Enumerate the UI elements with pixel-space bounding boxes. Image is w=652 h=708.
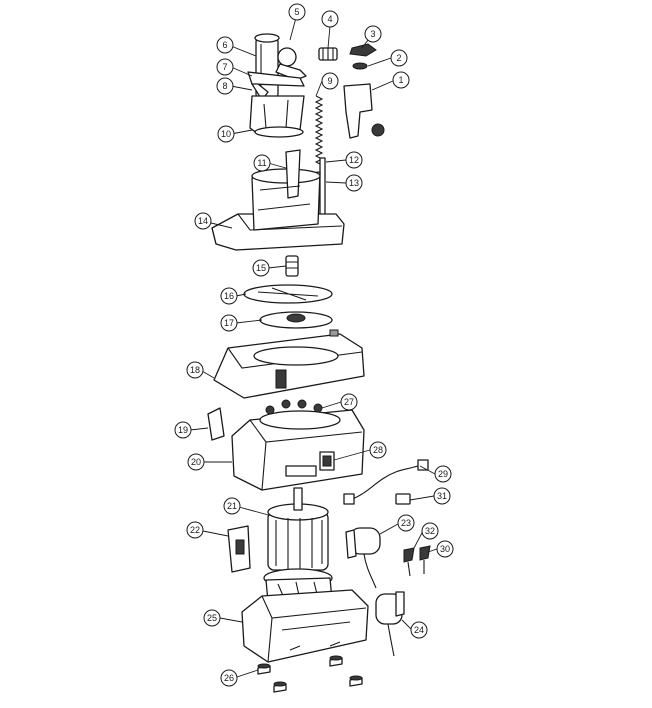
- svg-text:25: 25: [207, 613, 217, 623]
- callout-19: 19: [174, 421, 192, 439]
- callout-28: 28: [369, 441, 387, 459]
- svg-text:32: 32: [425, 526, 435, 536]
- callout-22: 22: [186, 521, 204, 539]
- svg-text:11: 11: [257, 158, 266, 168]
- lid-housing: [213, 329, 365, 399]
- switch-cover: [207, 407, 225, 441]
- callout-13: 13: [345, 174, 363, 192]
- capacitor: [345, 527, 381, 589]
- svg-text:23: 23: [401, 518, 411, 528]
- svg-text:9: 9: [327, 76, 332, 86]
- svg-text:3: 3: [370, 29, 375, 39]
- svg-text:29: 29: [438, 469, 448, 479]
- svg-text:28: 28: [373, 445, 383, 455]
- callout-8: 8: [216, 77, 234, 95]
- rubber-feet: [257, 655, 363, 693]
- callout-25: 25: [203, 609, 221, 627]
- svg-text:24: 24: [414, 625, 424, 635]
- svg-text:27: 27: [344, 397, 354, 407]
- feed-tube-assembly: [247, 33, 385, 139]
- svg-text:15: 15: [256, 263, 266, 273]
- callout-26: 26: [220, 669, 238, 687]
- motor-bracket: [227, 525, 251, 573]
- leader-lines: [189, 13, 438, 678]
- callout-2: 2: [390, 49, 408, 67]
- power-cord: [343, 459, 429, 505]
- svg-text:8: 8: [222, 81, 227, 91]
- capacitor-lower: [375, 591, 405, 657]
- svg-text:30: 30: [440, 544, 450, 554]
- callout-17: 17: [220, 314, 238, 332]
- svg-text:13: 13: [349, 178, 359, 188]
- svg-text:2: 2: [396, 53, 401, 63]
- callout-20: 20: [187, 453, 205, 471]
- callout-30: 30: [436, 540, 454, 558]
- svg-text:14: 14: [198, 216, 208, 226]
- svg-text:7: 7: [222, 62, 227, 72]
- callout-29: 29: [434, 465, 452, 483]
- svg-text:10: 10: [221, 129, 231, 139]
- callout-4: 4: [321, 10, 339, 28]
- callout-23: 23: [397, 514, 415, 532]
- callout-6: 6: [216, 36, 234, 54]
- callout-7: 7: [216, 58, 234, 76]
- callout-31: 31: [433, 487, 451, 505]
- base-housing: [241, 589, 369, 663]
- callout-12: 12: [345, 151, 363, 169]
- callout-9: 9: [321, 72, 339, 90]
- svg-text:18: 18: [190, 365, 200, 375]
- svg-text:22: 22: [190, 525, 200, 535]
- svg-text:17: 17: [224, 318, 234, 328]
- callout-24: 24: [410, 621, 428, 639]
- svg-text:1: 1: [398, 75, 403, 85]
- callout-5: 5: [288, 3, 306, 21]
- callout-27: 27: [340, 393, 358, 411]
- callout-16: 16: [220, 287, 238, 305]
- svg-text:21: 21: [227, 501, 237, 511]
- svg-text:12: 12: [349, 155, 359, 165]
- motor: [263, 487, 333, 603]
- switch-part: [395, 493, 411, 505]
- callout-11: 11: [253, 154, 271, 172]
- svg-text:16: 16: [224, 291, 234, 301]
- svg-text:19: 19: [178, 425, 188, 435]
- callout-32: 32: [421, 522, 439, 540]
- bowl-assembly: [211, 149, 345, 251]
- micro-switches: [403, 545, 431, 577]
- drive-coupling: [285, 255, 299, 277]
- callout-14: 14: [194, 212, 212, 230]
- motor-base-upper: [231, 399, 365, 491]
- callout-15: 15: [252, 259, 270, 277]
- callout-3: 3: [364, 25, 382, 43]
- callout-1: 1: [392, 71, 410, 89]
- callout-18: 18: [186, 361, 204, 379]
- svg-text:6: 6: [222, 40, 227, 50]
- svg-text:4: 4: [327, 14, 332, 24]
- callout-21: 21: [223, 497, 241, 515]
- slicing-discs: [243, 284, 333, 329]
- svg-text:26: 26: [224, 673, 234, 683]
- svg-text:5: 5: [294, 7, 299, 17]
- svg-text:20: 20: [191, 457, 201, 467]
- callout-10: 10: [217, 125, 235, 143]
- svg-text:31: 31: [437, 491, 447, 501]
